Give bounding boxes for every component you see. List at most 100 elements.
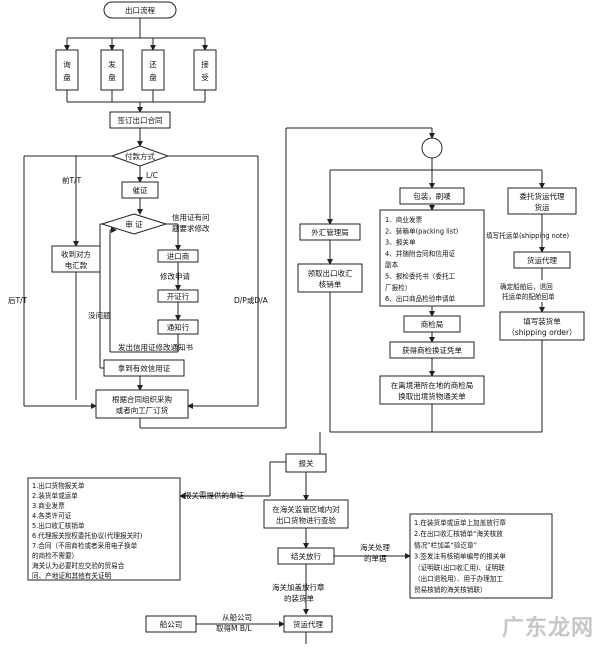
- port-exchange-line-1: 在离境港所在地的商检局: [391, 380, 474, 390]
- customs-docs-node: [27, 477, 181, 581]
- confirm-line-1: 确定船舶后，退回: [500, 282, 553, 291]
- advising-bank-node: [157, 319, 199, 335]
- list-item: 的商检不需要）: [32, 551, 78, 560]
- port-exchange-line-2: 换取出境货物通关单: [398, 391, 466, 401]
- customs-node: [285, 453, 327, 473]
- organize-node: [95, 389, 189, 419]
- organize-line-2: 或者向工厂订货: [116, 405, 169, 415]
- receive-line-1: 收到对方: [61, 249, 91, 259]
- from-ship-line-2: 取得M B/L: [216, 623, 253, 633]
- fapan-char-2: 盘: [108, 72, 116, 82]
- urge-label: 催证: [133, 185, 148, 195]
- lc-label: L/C: [146, 171, 158, 180]
- fx-bureau-label: 外汇管理局: [311, 227, 349, 237]
- customs-label: 报关: [299, 458, 314, 468]
- list-item: 1.在装货单或运单上加盖放行章: [414, 518, 506, 527]
- inspect-cert-node: [389, 341, 475, 359]
- issuing-bank-label: 开证行: [167, 291, 190, 301]
- stamp-order-line-2: 的装货单: [284, 593, 314, 603]
- fapan-char-1: 发: [108, 59, 116, 69]
- list-item: 3.商业发票: [32, 501, 65, 510]
- customs-docs-list: 1.出口货物报关单2.装货单或运单3.商业发票4.各类许可证5.出口收汇核销单6…: [32, 481, 142, 580]
- huanpan-char-2: 盘: [149, 72, 157, 82]
- pack-node: [399, 187, 465, 205]
- send-notice-label: 发出信用证修改通知书: [118, 342, 193, 352]
- huanpan-node: [141, 49, 165, 91]
- receive-node: [51, 245, 101, 273]
- list-item: 5.出口收汇核销单: [32, 521, 85, 530]
- pack-label: 包装，刷唛: [413, 191, 451, 201]
- issuing-bank-node: [157, 289, 199, 303]
- release-node: [277, 547, 335, 565]
- start-node: [103, 1, 177, 19]
- list-item: 1.出口货物报关单: [32, 481, 85, 490]
- front-tt-label: 前T/T: [62, 175, 82, 185]
- list-item: 海关认为必要时应交验的贸易合: [32, 561, 125, 570]
- inspect-goods-line-2: 出口货物进行查验: [276, 515, 336, 525]
- verif-line-2: 核销单: [319, 279, 342, 289]
- huanpan-char-1: 还: [149, 59, 157, 69]
- organize-line-1: 根据合同组织采购: [112, 394, 172, 404]
- issue-note-line-1: 信用证有问: [172, 212, 210, 222]
- handle-docs-node: [409, 513, 553, 599]
- issue-note-line-2: 题要求修改: [172, 223, 210, 233]
- valid-lc-label: 拿到有效信用证: [118, 363, 171, 373]
- inspect-goods-line-1: 在海关监管区域内对: [272, 504, 340, 514]
- importer-node: [157, 249, 199, 263]
- agent-entrust-line-2: 货运: [535, 202, 550, 212]
- freight-agent-node: [513, 251, 571, 269]
- start-label: 出口流程: [125, 5, 155, 15]
- pay-diamond: [110, 145, 170, 167]
- fill-note-label: 填写托运单(shipping note): [486, 231, 569, 240]
- jieshou-char-1: 接: [201, 59, 209, 69]
- receive-line-2: 电汇款: [65, 260, 88, 270]
- list-item: 4.各类许可证: [32, 511, 72, 520]
- agent-entrust-node: [507, 187, 577, 215]
- jieshou-char-2: 受: [201, 72, 209, 82]
- agent-entrust-line-1: 委托货运代理: [520, 191, 565, 201]
- list-item: 副本: [385, 260, 399, 269]
- list-item: 3、报关单: [385, 238, 416, 247]
- inspection-node: [403, 315, 461, 333]
- list-item: 同、产地证和其他有关证明: [32, 571, 112, 580]
- fx-bureau-node: [299, 223, 361, 241]
- fapan-node: [100, 49, 124, 91]
- connector-circle: [421, 137, 443, 159]
- docs-node: [379, 209, 485, 307]
- review-label: 审 证: [125, 219, 143, 229]
- list-item: 6、出口商品检验申请单: [385, 294, 456, 303]
- customs-docs-label: 报关需提供的单证: [184, 490, 244, 500]
- pay-label: 付款方式: [125, 151, 155, 161]
- xunpan-char-1: 询: [63, 59, 71, 69]
- flow-nodes: 出口流程 询 盘 发 盘 还 盘 接 受 签订出口合同 付款方式 前T/T L/…: [8, 1, 585, 633]
- agent-bottom-label: 货运代理: [293, 619, 323, 629]
- shipping-co-node: [145, 615, 197, 633]
- customs-handle-line-2: 的单据: [364, 553, 387, 563]
- list-item: 6.代理报关授权委托协议(代理报关时): [32, 531, 142, 540]
- list-item: （出口退税用）、用于办理加工: [414, 574, 503, 583]
- port-exchange-node: [379, 375, 485, 405]
- valid-lc-node: [103, 359, 185, 377]
- xunpan-node: [55, 49, 79, 91]
- freight-agent-label: 货运代理: [527, 255, 557, 265]
- connector-lines: [23, 18, 545, 644]
- sign-node: [109, 111, 171, 129]
- fill-order-line-2: （shipping order）: [507, 328, 576, 337]
- dpda-label: D/P或D/A: [234, 295, 269, 305]
- inspection-label: 商检局: [421, 319, 444, 329]
- urge-node: [121, 181, 159, 199]
- inspect-cert-label: 获得商检换证凭单: [402, 345, 462, 355]
- confirm-line-2: 托运单的配舱回单: [502, 292, 555, 301]
- verif-node: [297, 263, 363, 293]
- list-item: 7.合同（不用商检或者采用电子换单: [32, 541, 138, 550]
- importer-label: 进口商: [167, 251, 190, 261]
- list-item: 厂报检）: [385, 283, 411, 292]
- list-item: 2、装箱单(packing list): [385, 226, 458, 235]
- list-item: 2.装货单或运单: [32, 491, 78, 500]
- fill-order-line-1: 填写装货单: [523, 316, 561, 326]
- sign-label: 签订出口合同: [118, 115, 163, 125]
- back-tt-label: 后T/T: [8, 295, 28, 305]
